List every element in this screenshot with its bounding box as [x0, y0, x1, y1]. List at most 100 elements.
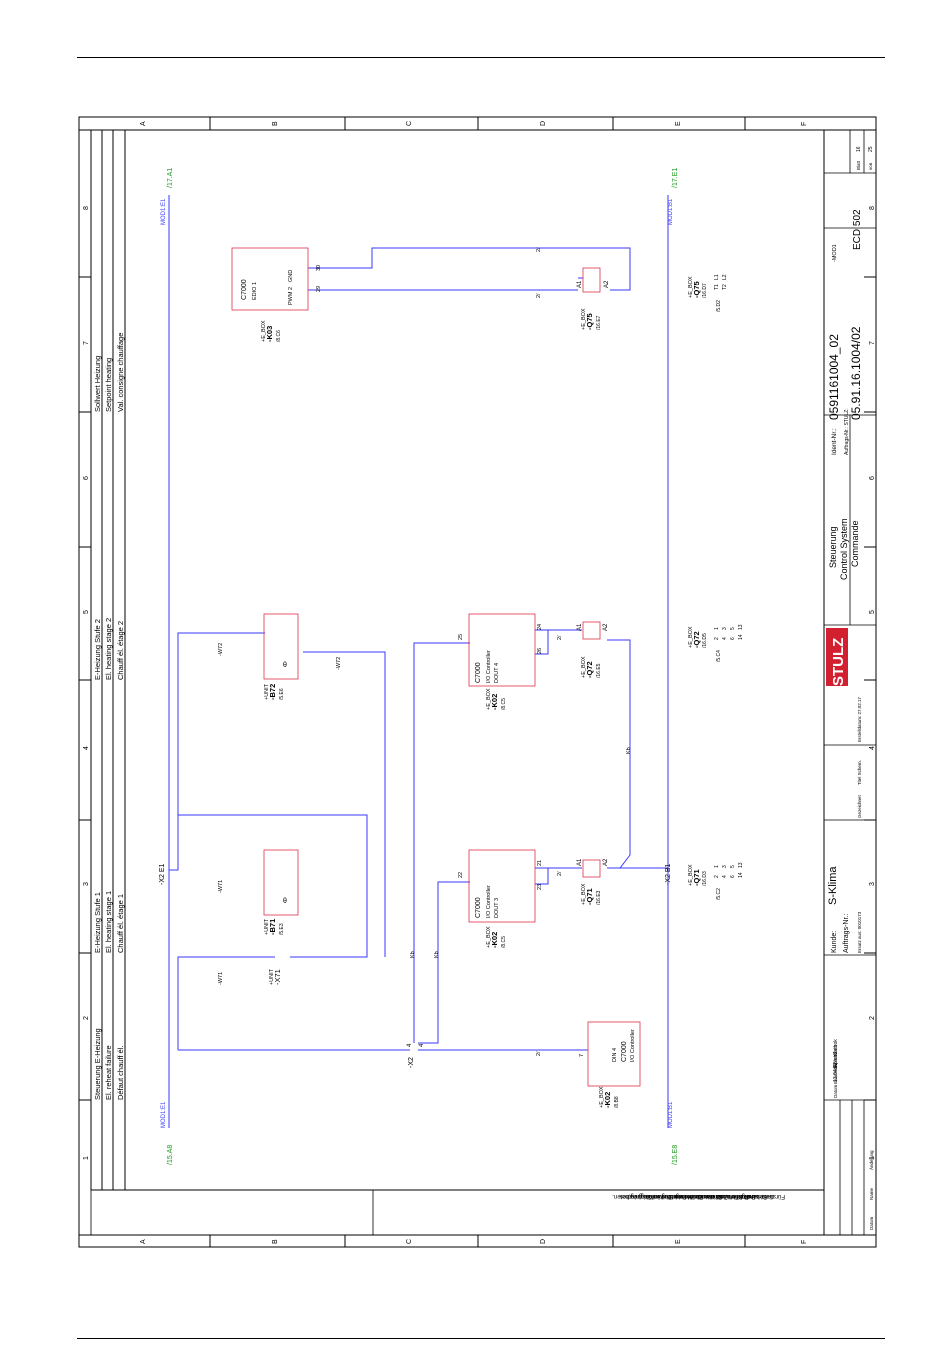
frame-row-label-top: A [140, 121, 147, 126]
frame-col-label-right: 7 [869, 341, 876, 345]
erstellt-date: Erstelldatum: 27.02.17 [857, 696, 862, 742]
wire-kb: Kb [434, 951, 440, 958]
frame-col-label-left: 8 [83, 206, 90, 210]
frame-row-label-top: F [801, 122, 808, 126]
k02-dout3-title: C7000 [475, 897, 482, 918]
frame-row-label-top: E [675, 121, 682, 126]
k02-din-sub: I/O Controller [630, 1029, 636, 1062]
k02-dout4-tag: -K02 [490, 694, 499, 710]
k02-dout4-loc: +E_BOX [486, 688, 492, 710]
k02-din-tag: -K02 [603, 1092, 612, 1108]
b71-ref: /5.E3 [279, 923, 285, 935]
desc-de: E-Heizung Stufe 2 [93, 619, 102, 680]
sign-value: P.Nes8 [833, 1052, 839, 1068]
desc-en: El. heating stage 2 [104, 618, 113, 680]
sheet-label: Blatt [856, 160, 861, 170]
b72-loc: +UNIT [264, 683, 270, 700]
q71-a2: A2 [603, 858, 609, 866]
q72_contacts-pin: 3 [722, 627, 728, 630]
rev-col: Änderung [868, 1150, 874, 1170]
k02-dout4-pin: 24 [537, 624, 543, 630]
frame-row-label-top: B [272, 121, 279, 126]
sign-label: Geprüft [833, 1054, 838, 1070]
auftrag-label: Auftrags-Nr.: [843, 914, 850, 953]
desc-en: Setpoint heating [104, 358, 113, 412]
frame-col-label-left: 7 [83, 341, 90, 345]
k02-din-ref: /8.B8 [614, 1096, 620, 1108]
q72_contacts-tag: -Q72 [692, 631, 701, 648]
q75-a2: A2 [604, 280, 610, 288]
ref-top-left: /15.A8 [167, 1145, 174, 1165]
b72-tag: -B72 [268, 684, 277, 700]
terminal-x2-4-pin: 4 [407, 1043, 413, 1047]
frame-col-label-right: 4 [869, 746, 876, 750]
q72_contacts-pin: 5 [730, 627, 736, 630]
terminal-x71: -X71 [273, 969, 282, 985]
frame-col-label-right: 3 [869, 882, 876, 886]
q71_contacts-pin: 5 [730, 865, 736, 868]
q75_contacts-ref: /16.D7 [702, 283, 708, 298]
ref-top-left-mod: MOD1:E1 [161, 1101, 167, 1128]
kunde: S-Klima [827, 866, 839, 905]
wire-gauge: 2/ [536, 247, 542, 252]
k03-title: C7000 [241, 279, 248, 300]
q72_contacts-loc: +E_BOX [688, 626, 694, 648]
desc-de: E-Heizung Stufe 1 [93, 892, 102, 953]
frame-row-label-bottom: D [540, 1239, 547, 1244]
b71-loc: +UNIT [264, 918, 270, 935]
q71-tag: -Q71 [585, 888, 594, 905]
gezeichnet-label: Gezeichnet [857, 794, 862, 818]
kunde-label: Kunde: [831, 931, 838, 953]
ersatz-label: Ersatz aus: 0010173 [857, 911, 862, 953]
q75_contacts-pin: L2 [722, 274, 728, 280]
k03-pin-29: 29 [316, 286, 322, 292]
q71_contacts-pin: 4 [722, 875, 728, 878]
wire-kb: Kb [410, 951, 416, 958]
b72-ref: /5.E6 [279, 688, 285, 700]
k03-pwm: PWM 2 [288, 287, 294, 305]
q71_contacts-pin: 14 [738, 872, 744, 878]
q72_contacts-pin: 14 [738, 634, 744, 640]
frame-row-label-bottom: E [675, 1239, 682, 1244]
sign-label: Bearbeiter [833, 1063, 838, 1084]
title-de: Steuerung [828, 526, 838, 568]
wire-w72: -W72 [336, 657, 342, 670]
brand: STULZ [830, 638, 847, 686]
q75_contacts-pin: T2 [722, 284, 728, 290]
wiring [168, 195, 669, 1128]
desc-fr: Chauff él. étage 1 [116, 894, 125, 953]
k02-din-port: DIN 4 [612, 1048, 618, 1062]
ident: 0591161004_02 [827, 334, 841, 420]
q75_contacts-pin: T1 [714, 284, 720, 290]
sign-label: Norm [833, 1045, 838, 1056]
k02-din-pin: 7 [579, 1054, 585, 1057]
disclaimer-line: © STULZ Klimatechnik GmbH [669, 1193, 749, 1200]
of-label: von [868, 162, 873, 170]
wire-w71: -W71 [218, 880, 224, 893]
k03-ref: /8.C6 [276, 330, 282, 342]
sign-value: Jetbok [833, 1039, 839, 1054]
terminal-x2-4: -X2 [408, 1057, 415, 1068]
k02-dout4-sub: I/O Controller [486, 650, 492, 683]
k02-dout3-loc: +E_BOX [486, 926, 492, 948]
disclaimer-line: sind ohne unsere ausdrückliche Zustimmun… [612, 1193, 758, 1199]
frame-col-label-right: 6 [869, 476, 876, 480]
model: ECD 502 [852, 209, 863, 250]
q72-loc: +E_BOX [581, 656, 587, 678]
title-block [90, 129, 877, 1236]
rev-col: Datum [869, 1216, 874, 1230]
auftrag2-label: Auftrags-Nr.: STULZ: [844, 408, 850, 455]
wire-gauge: 2/ [557, 871, 563, 876]
q72-ref: /16.E5 [596, 663, 602, 678]
b71-tag: -B71 [268, 919, 277, 935]
frame-col-label-right: 1 [869, 1156, 876, 1160]
q72_contacts-pin: 1 [714, 627, 720, 630]
disclaimer-line: stand behalten wir uns alle Rechte vor. … [629, 1193, 776, 1199]
title-en: Control System [839, 518, 849, 580]
q72_contacts-xref: /5.C4 [716, 650, 722, 662]
k02-dout3-sub: I/O Controller [486, 885, 492, 918]
q72-a1: A1 [577, 623, 583, 631]
desc-de: Steuerung E-Heizung [93, 1028, 102, 1100]
q75_contacts-tag: -Q75 [692, 281, 701, 298]
